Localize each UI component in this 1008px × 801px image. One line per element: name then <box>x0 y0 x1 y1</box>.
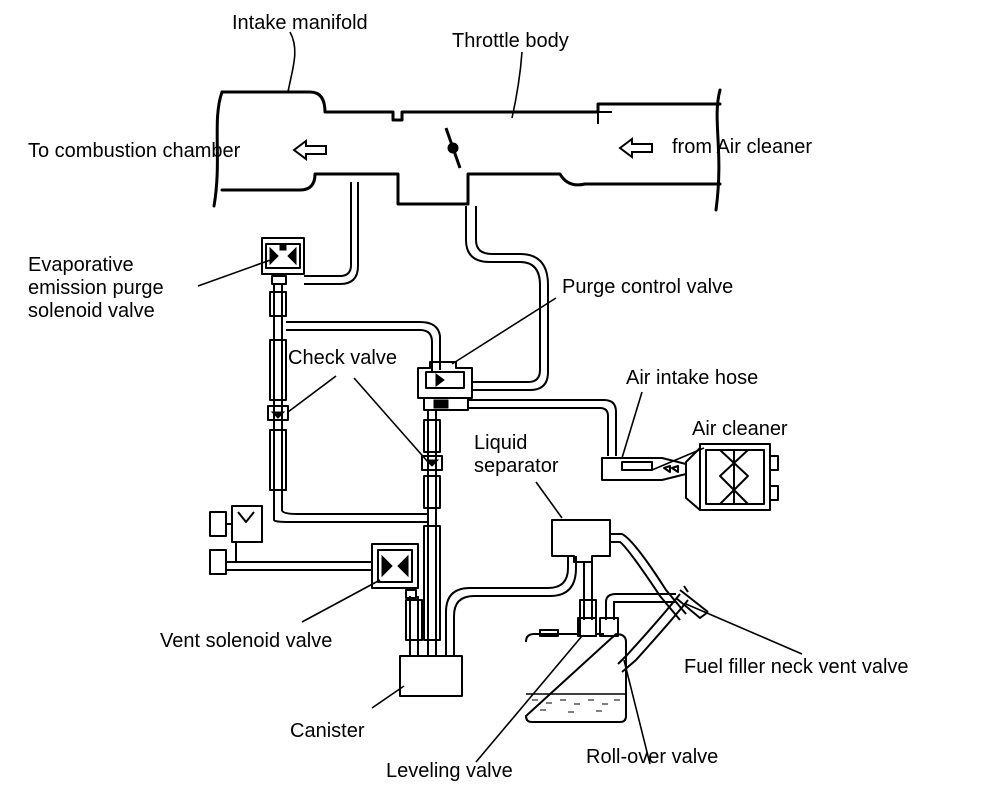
label-throttle-body: Throttle body <box>452 30 569 52</box>
label-check-valve: Check valve <box>288 347 397 369</box>
label-purge-control-valve: Purge control valve <box>562 276 734 298</box>
label-to-combustion-chamber: To combustion chamber <box>28 140 241 162</box>
label-air-cleaner: Air cleaner <box>692 418 788 440</box>
label-liquid-separator-1: Liquid <box>474 432 528 454</box>
to-combustion-arrow-icon <box>292 139 327 161</box>
vent-solenoid-valve <box>371 543 419 599</box>
label-canister: Canister <box>290 720 365 742</box>
label-vent-solenoid-valve: Vent solenoid valve <box>160 630 333 652</box>
label-evap-purge-1: Evaporative <box>28 254 134 276</box>
liquid-separator <box>551 519 611 563</box>
label-from-air-cleaner: from Air cleaner <box>672 136 813 158</box>
label-fuel-filler-neck-vent-valve: Fuel filler neck vent valve <box>684 656 909 678</box>
check-valve-left <box>267 405 289 421</box>
intake-duct <box>212 88 722 212</box>
from-air-cleaner-arrow-icon <box>618 137 653 159</box>
label-liquid-separator-2: separator <box>474 455 559 477</box>
label-leveling-valve: Leveling valve <box>386 760 513 782</box>
throttle-plate <box>444 127 462 169</box>
label-evap-purge-2: emission purge <box>28 277 164 299</box>
vent-solenoid-bracket <box>209 505 372 575</box>
air-cleaner <box>685 443 779 511</box>
label-intake-manifold: Intake manifold <box>232 12 368 34</box>
label-roll-over-valve: Roll-over valve <box>586 746 719 768</box>
check-valve-center <box>421 455 443 471</box>
fuel-filler-neck <box>617 585 709 673</box>
canister <box>399 655 463 697</box>
purge-control-valve <box>417 361 473 411</box>
fuel-tank <box>525 617 627 723</box>
label-air-intake-hose: Air intake hose <box>626 367 759 389</box>
label-evap-purge-3: solenoid valve <box>28 300 155 322</box>
leader-lines <box>197 31 803 765</box>
